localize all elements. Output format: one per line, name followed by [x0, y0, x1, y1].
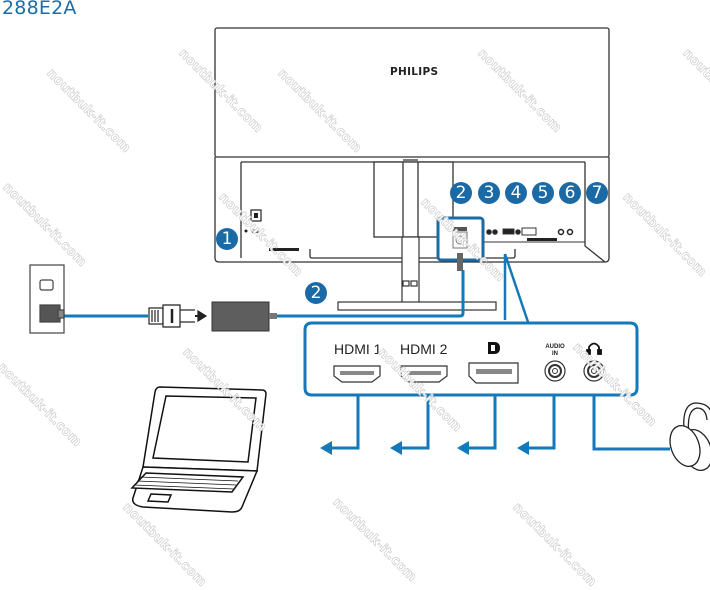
hdmi2-port-icon — [400, 365, 448, 383]
displayport-port-icon — [468, 362, 519, 384]
dc-input-inset — [436, 216, 485, 271]
laptop-keyboard — [133, 476, 239, 490]
callout-2-dc-in: 2 — [450, 182, 472, 204]
power-adapter-icon — [211, 301, 277, 332]
connection-diagram — [29, 27, 710, 513]
arrow-heads — [320, 441, 529, 455]
audio-in-label: AUDIO IN — [543, 344, 567, 358]
audio-in-label-line2: IN — [552, 351, 558, 357]
wall-outlet-icon — [29, 264, 65, 334]
callout-3-hdmi1: 3 — [478, 182, 500, 204]
callout-power-adapter: 2 — [305, 282, 327, 304]
hdmi1-label: HDMI 1 — [334, 341, 382, 357]
headphone-jack-icon — [583, 360, 605, 382]
headphones-device-icon — [669, 402, 710, 471]
callout-7-headphone: 7 — [586, 182, 608, 204]
wires — [63, 253, 670, 451]
callout-4-hdmi2: 4 — [505, 182, 527, 204]
hdmi1-port-icon — [333, 365, 381, 383]
power-plug-icon — [148, 304, 208, 328]
monitor-back — [214, 27, 610, 263]
displayport-icon — [488, 342, 500, 354]
callout-6-audio-in: 6 — [559, 182, 581, 204]
headphone-icon — [586, 342, 602, 355]
callout-5-displayport: 5 — [532, 182, 554, 204]
hdmi2-label: HDMI 2 — [400, 341, 448, 357]
monitor-vents — [244, 209, 557, 251]
laptop-icon — [130, 386, 267, 513]
brand-logo: PHILIPS — [390, 66, 439, 78]
model-title: 288E2A — [2, 0, 77, 19]
callout-1-kensington: 1 — [216, 228, 238, 250]
monitor-stand — [337, 236, 497, 311]
audio-in-label-line1: AUDIO — [545, 344, 565, 350]
audio-in-jack-icon — [544, 360, 566, 382]
rear-port-strip — [480, 222, 586, 243]
